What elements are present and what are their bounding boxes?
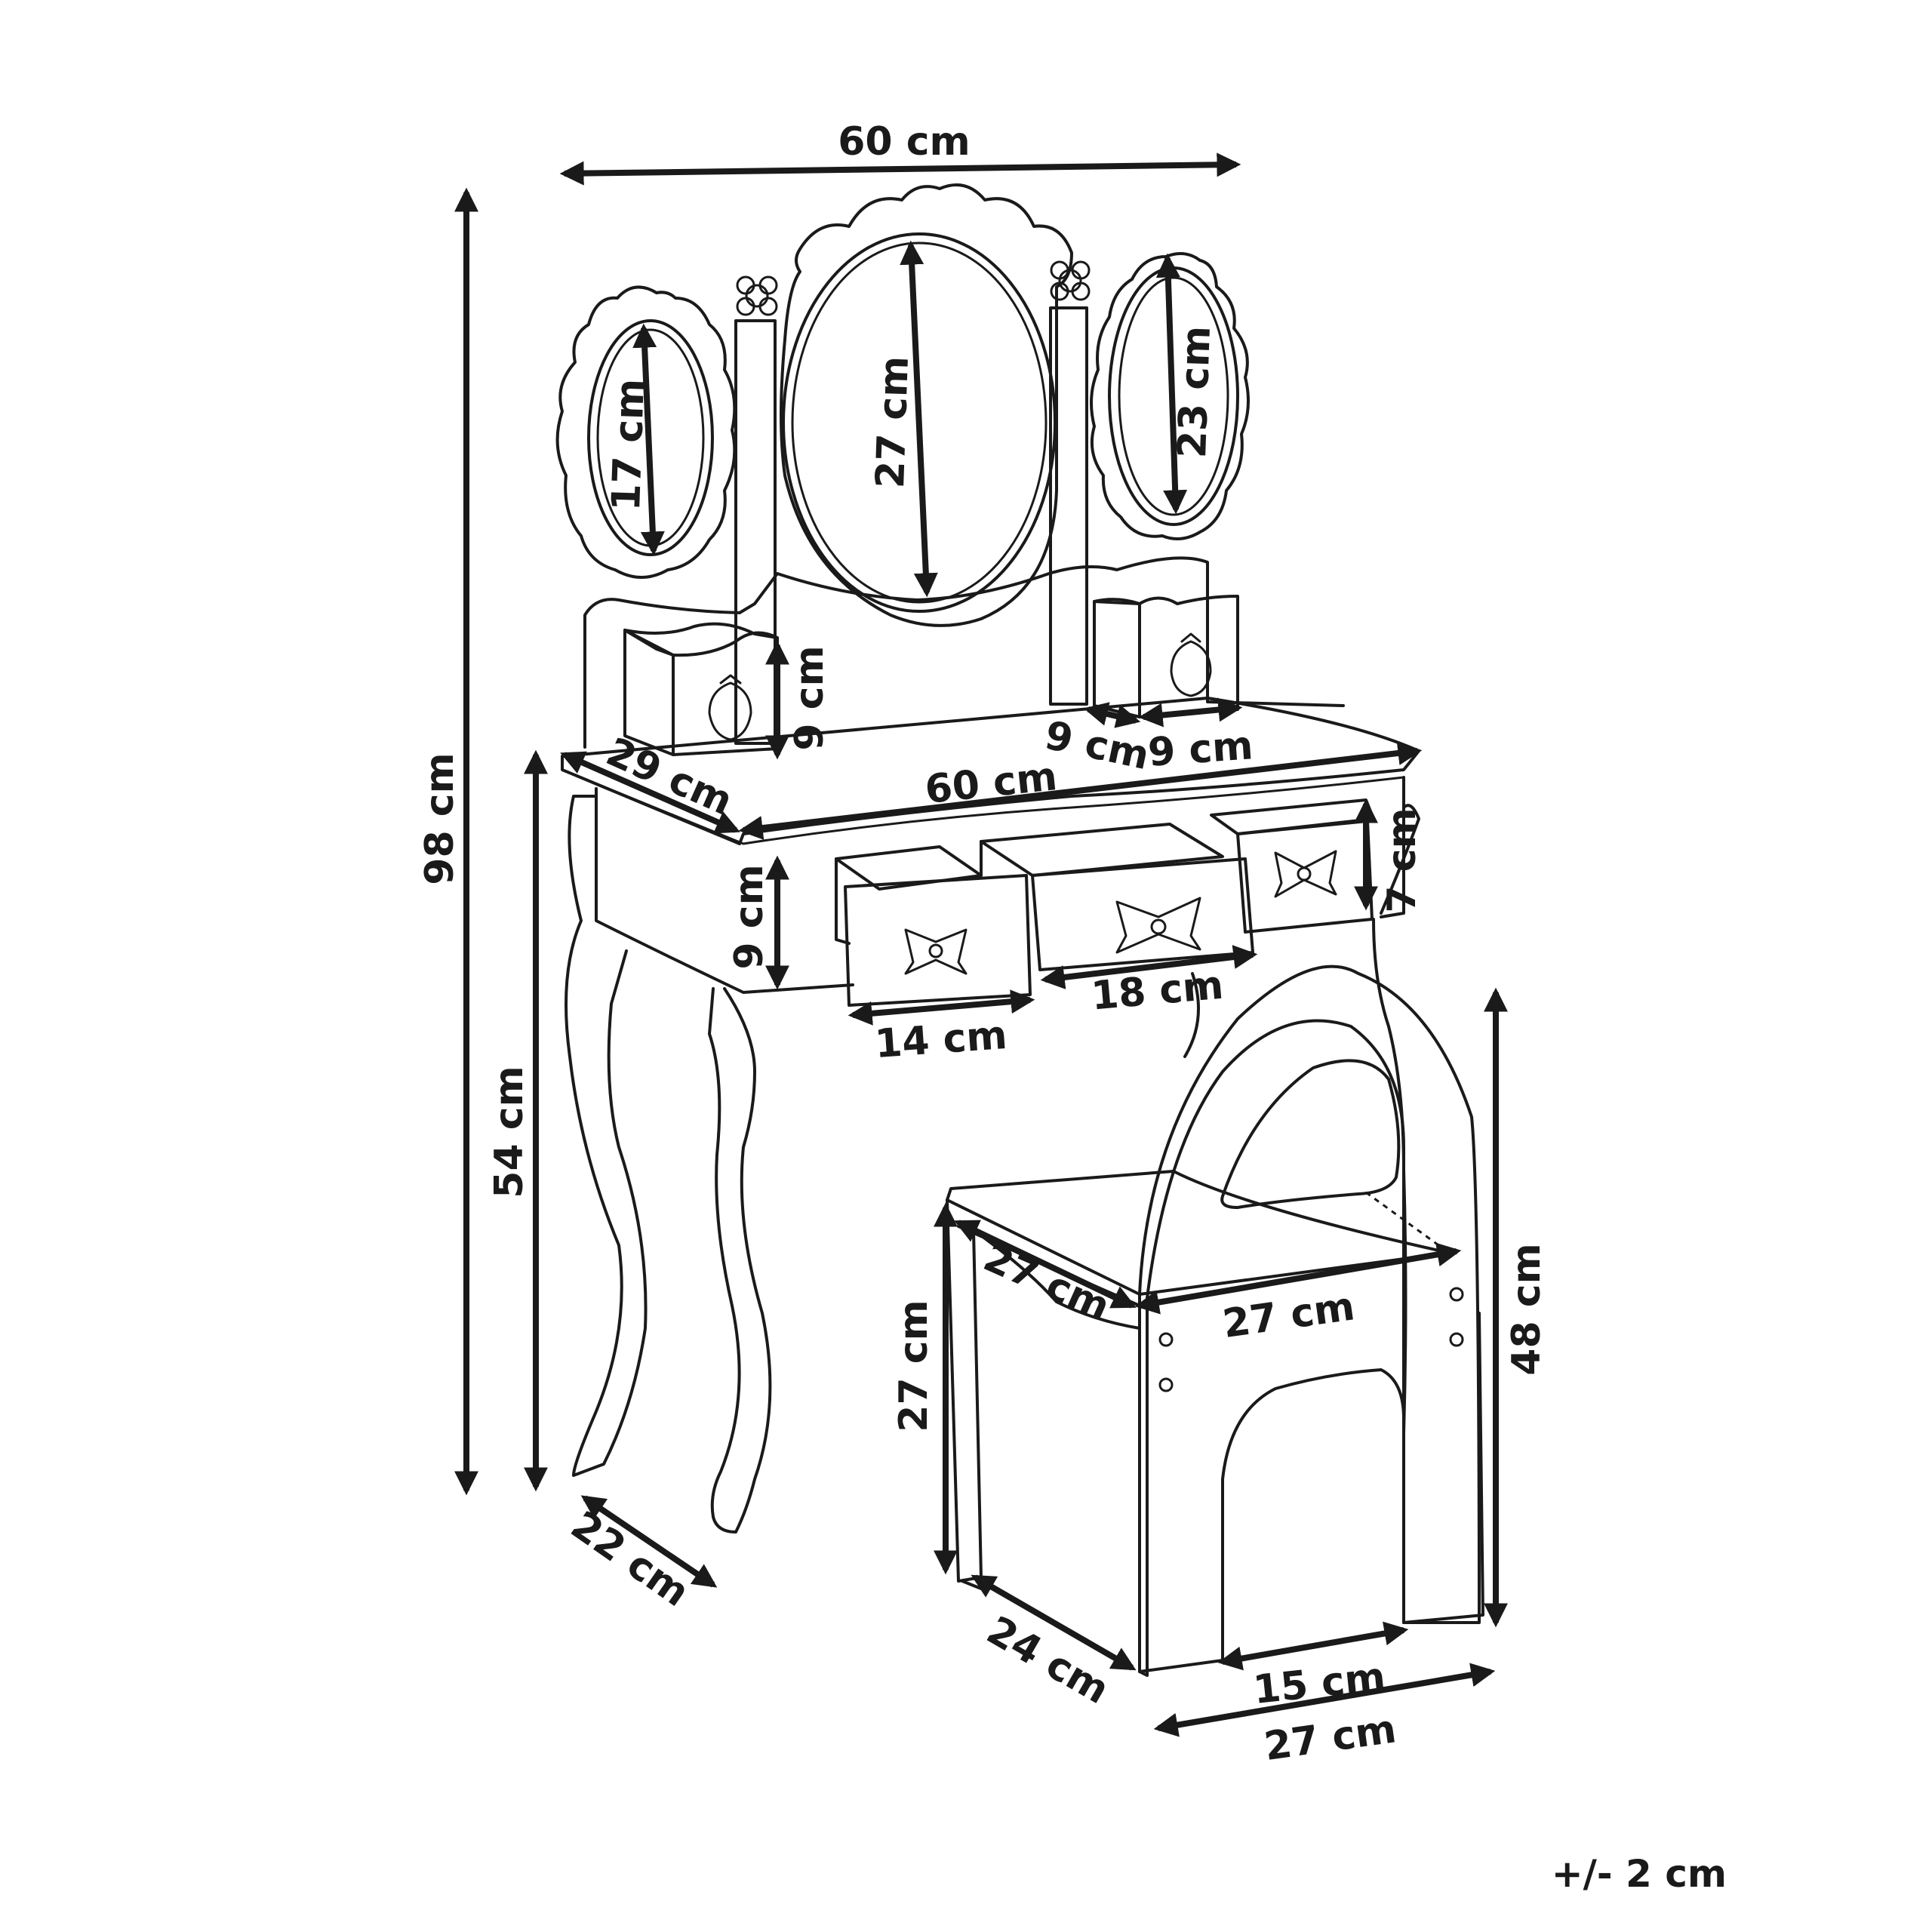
label-drawer-left-width: 14 cm bbox=[873, 1013, 1008, 1067]
stool-drawing bbox=[946, 964, 1484, 1677]
left-post bbox=[734, 275, 778, 745]
dimension-lines bbox=[454, 152, 1508, 1737]
right-post bbox=[1049, 260, 1091, 706]
label-table-top-width: 60 cm bbox=[838, 119, 970, 165]
label-apron-height: 9 cm bbox=[727, 864, 772, 969]
stool-backrest-cutout bbox=[1220, 1059, 1401, 1209]
label-stool-height: 48 cm bbox=[1504, 1243, 1549, 1375]
label-table-width: 60 cm bbox=[923, 754, 1060, 813]
left-strawberry-icon bbox=[708, 674, 752, 741]
label-stool-base-width: 27 cm bbox=[1262, 1706, 1399, 1770]
back-panel bbox=[583, 556, 1345, 749]
right-drawer bbox=[1210, 798, 1375, 934]
label-organizer-width: 9 cm bbox=[1146, 723, 1254, 776]
label-stool-seat-height: 27 cm bbox=[891, 1300, 937, 1432]
right-strawberry-icon bbox=[1170, 632, 1212, 697]
label-organizer-gap: 9 cm bbox=[1041, 713, 1153, 780]
label-mirror-left-height: 17 cm bbox=[604, 378, 654, 512]
label-stool-seat-width: 27 cm bbox=[1220, 1284, 1358, 1347]
label-stool-opening-width: 15 cm bbox=[1251, 1654, 1388, 1713]
stool-side-panel bbox=[1138, 1297, 1484, 1673]
label-organizer-height: 9 cm bbox=[787, 645, 832, 750]
center-drawer bbox=[980, 823, 1254, 971]
left-drawer bbox=[835, 845, 1032, 1007]
label-stool-base-depth: 24 cm bbox=[980, 1607, 1117, 1713]
label-table-height: 54 cm bbox=[487, 1066, 532, 1198]
left-organizer bbox=[623, 622, 779, 756]
label-mirror-center-height: 27 cm bbox=[868, 355, 918, 489]
tolerance-note: +/- 2 cm bbox=[1552, 1852, 1727, 1896]
legs bbox=[565, 795, 1420, 1534]
label-drawer-right-height: 7 cm bbox=[1380, 808, 1425, 912]
label-total-height: 98 cm bbox=[417, 752, 463, 884]
dimension-labels: 60 cm 98 cm 54 cm 17 cm 27 cm 23 cm 9 cm… bbox=[417, 119, 1727, 1896]
stool-backrest bbox=[1138, 964, 1481, 1677]
label-mirror-right-height: 23 cm bbox=[1170, 325, 1220, 459]
